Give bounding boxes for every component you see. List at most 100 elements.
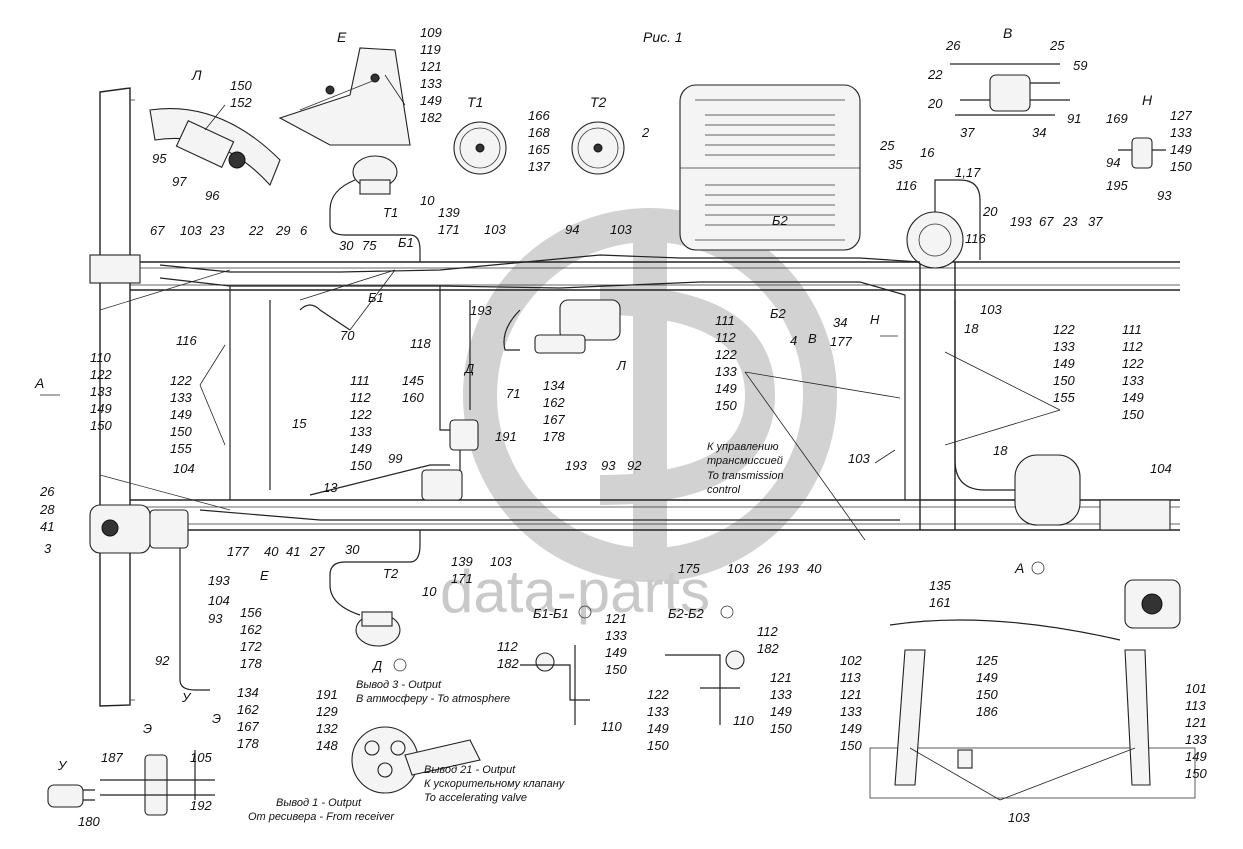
section-b1-title: Б1-Б1: [533, 606, 569, 621]
view-t1-disc: [453, 121, 507, 175]
annotations: К управлению трансмиссией To transmissio…: [248, 441, 784, 823]
b2-group-2: 133: [770, 687, 792, 702]
bottom-row-1: 175: [678, 561, 700, 576]
bottom-row-4: 193: [777, 561, 799, 576]
l-detail-2: 162: [543, 395, 565, 410]
mid-group2-6: 150: [350, 458, 372, 473]
u-group2-3: 167: [237, 719, 259, 734]
right-group1-1: 122: [1053, 322, 1075, 337]
transmission-note-en-1: To transmission: [707, 470, 784, 482]
l-detail-4: 178: [543, 429, 565, 444]
right-group1-3: 149: [1053, 356, 1075, 371]
a-left-4: 133: [840, 704, 862, 719]
label-71: 71: [506, 386, 520, 401]
label-27: 27: [309, 544, 325, 559]
right-group2-6: 150: [1122, 407, 1144, 422]
label-177-b: 177: [227, 544, 249, 559]
label-70: 70: [340, 328, 355, 343]
label-18-a: 18: [964, 321, 979, 336]
label-116: 116: [176, 333, 197, 348]
bottom-row-3: 26: [756, 561, 772, 576]
label-171-a: 171: [438, 222, 460, 237]
output-21-line-3: To accelerating valve: [424, 792, 527, 804]
label-94-n: 94: [1106, 155, 1120, 170]
valve-n: [1118, 137, 1166, 169]
v-arrow-label: В: [808, 331, 817, 346]
mid-group2-4: 133: [350, 424, 372, 439]
watermark-text: data-parts: [440, 558, 710, 625]
label-41-a: 41: [40, 519, 54, 534]
label-29: 29: [275, 223, 290, 238]
watermark: data-parts: [440, 208, 837, 625]
label-104-a: 104: [173, 461, 195, 476]
label-169: 169: [1106, 111, 1128, 126]
mid-group1-1: 111: [715, 313, 735, 328]
label-4: 4: [790, 333, 797, 348]
brake-chamber-t1: [329, 155, 421, 262]
a-right-1: 101: [1185, 681, 1207, 696]
b1-group2-2: 133: [647, 704, 669, 719]
u-group2-4: 178: [237, 736, 259, 751]
label-171-b: 171: [451, 571, 473, 586]
left-group1-1: 110: [90, 350, 111, 365]
transmission-note-en-2: control: [707, 484, 741, 496]
label-193-c: 193: [208, 573, 230, 588]
e-group-5: 149: [420, 93, 442, 108]
left-group1-4: 149: [90, 401, 112, 416]
label-2: 2: [641, 125, 650, 140]
top-row-r-3: 23: [1062, 214, 1078, 229]
a-left-6: 150: [840, 738, 862, 753]
label-20: 20: [982, 204, 998, 219]
a-right-4: 133: [1185, 732, 1207, 747]
mid-group2-2: 112: [350, 390, 371, 405]
view-t2-title: Т2: [590, 94, 607, 110]
l-arrow-label: Л: [616, 358, 626, 373]
e-group-6: 182: [420, 110, 442, 125]
label-stacks: 109 119 121 133 149 182 150 152 95 97 96…: [39, 25, 1207, 829]
label-93-b: 93: [601, 458, 616, 473]
mid-group1-5: 149: [715, 381, 737, 396]
label-18-b: 18: [993, 443, 1008, 458]
figure-caption: Рис. 1: [643, 29, 683, 45]
output-1-line-2: От ресивера - From receiver: [248, 811, 395, 823]
section-u-plug: [47, 784, 95, 808]
label-103-d: 103: [848, 451, 870, 466]
left-group1-2: 122: [90, 367, 112, 382]
left-group1-3: 133: [90, 384, 112, 399]
bottom-row-5: 40: [807, 561, 822, 576]
section-э-title: Э: [143, 721, 152, 736]
valve-unit-d: [421, 419, 479, 501]
label-23: 23: [209, 223, 225, 238]
u-group-3: 172: [240, 639, 262, 654]
transmission-note-ru-2: трансмиссией: [707, 455, 783, 467]
d-arrow-label: Д: [463, 361, 474, 376]
mid-group2-1: 111: [350, 373, 370, 388]
t1-group-3: 165: [528, 142, 550, 157]
label-35: 35: [888, 157, 903, 172]
right-group2-5: 149: [1122, 390, 1144, 405]
a-mid-1: 125: [976, 653, 998, 668]
crossmember-104: [1099, 499, 1171, 531]
view-e-title: Е: [337, 29, 347, 45]
label-192: 192: [190, 798, 212, 813]
label-103-a: 103: [180, 223, 202, 238]
label-195: 195: [1106, 178, 1128, 193]
a-right-6: 150: [1185, 766, 1207, 781]
section-d-title: Д: [371, 658, 382, 673]
label-191-a: 191: [495, 429, 517, 444]
v-left-4: 37: [960, 125, 975, 140]
output-3-line-1: Вывод 3 - Output: [356, 679, 442, 691]
top-row-r-2: 67: [1039, 214, 1054, 229]
section-b1-b1: [520, 605, 592, 725]
e-arrow-label: Е: [260, 568, 269, 583]
э-arrow-label: Э: [212, 711, 221, 726]
a-right-5: 149: [1185, 749, 1207, 764]
output-1-line-1: Вывод 1 - Output: [276, 797, 362, 809]
b1-group2-3: 149: [647, 721, 669, 736]
label-187: 187: [101, 750, 123, 765]
label-93-c: 93: [208, 611, 223, 626]
u-group-4: 178: [240, 656, 262, 671]
label-30-b: 30: [345, 542, 360, 557]
label-180: 180: [78, 814, 100, 829]
label-118: 118: [410, 336, 431, 351]
